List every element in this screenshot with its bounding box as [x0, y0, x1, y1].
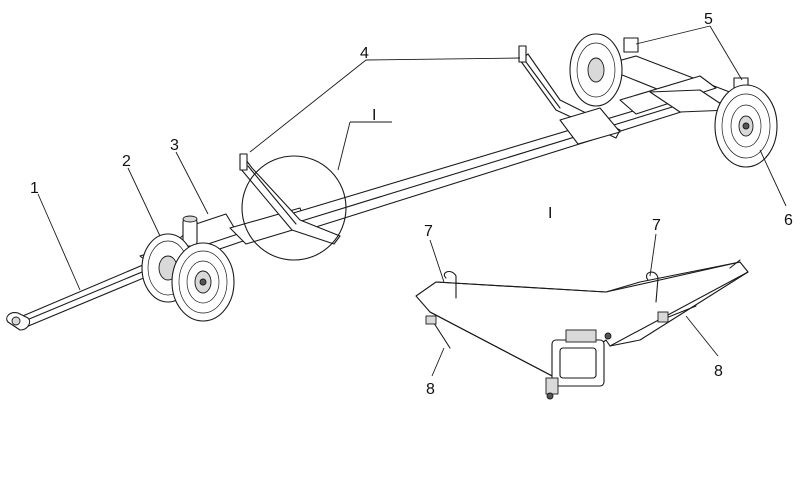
callout-8-left: 8 — [426, 381, 435, 398]
rear-wheel-front — [714, 84, 778, 168]
front-support-arm — [239, 153, 341, 245]
leader-lines — [37, 25, 787, 377]
drawbar — [6, 261, 159, 331]
callout-3: 3 — [170, 137, 179, 154]
detail-title: I — [548, 205, 552, 222]
detail-view — [415, 259, 749, 400]
rear-wheel-back — [569, 33, 623, 107]
callout-7-left: 7 — [424, 223, 433, 240]
callout-4: 4 — [360, 45, 369, 62]
callout-6: 6 — [784, 212, 793, 229]
callout-7-right: 7 — [652, 217, 661, 234]
callout-2: 2 — [122, 153, 131, 170]
main-beam — [289, 93, 701, 233]
callout-1: 1 — [30, 180, 39, 197]
rear-frame — [599, 37, 749, 115]
callout-5: 5 — [704, 11, 713, 28]
callout-8-right: 8 — [714, 363, 723, 380]
zoom-label: I — [372, 107, 376, 124]
rear-support-arm — [518, 45, 621, 145]
detail-zoom-circle — [241, 155, 347, 261]
front-wheel-front — [171, 242, 235, 322]
